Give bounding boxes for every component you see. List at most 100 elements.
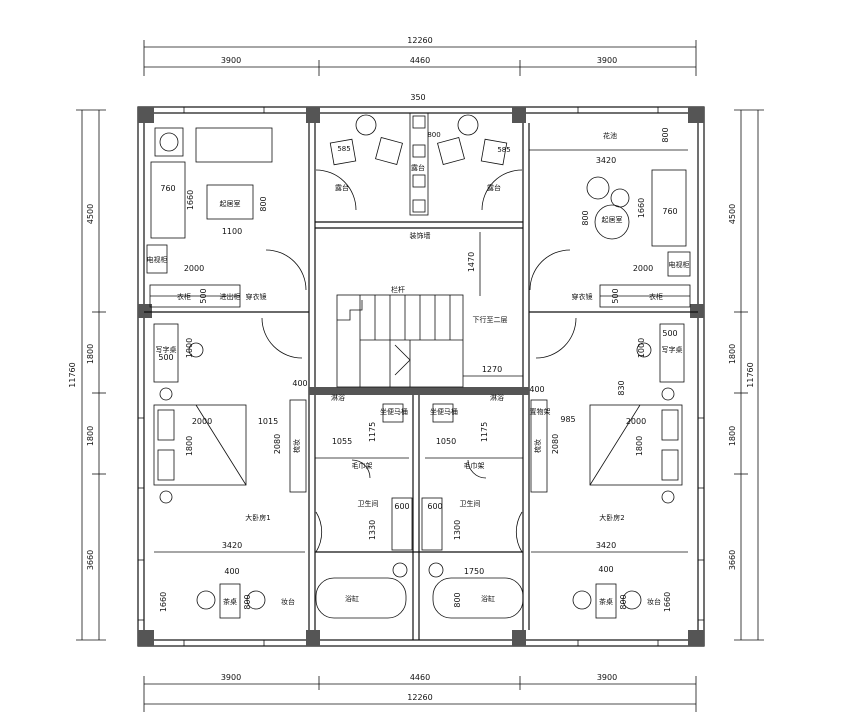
dim-right-800: 800 [661,127,670,142]
dim-top-right: 3900 [597,56,617,65]
dim-left-living-h: 800 [259,196,268,211]
label-right-makeup: 梳妆 [533,439,542,453]
label-stair-rail: 栏杆 [391,285,405,294]
dim-bottom-mid: 4460 [410,673,430,682]
dim-left-3420: 3420 [222,541,242,550]
right-dimension-lines: 4500 1800 1800 3660 11760 [728,109,764,641]
label-shower-r: 淋浴 [490,393,504,402]
dim-left-1015: 1015 [258,417,278,426]
dim-right-bath-400: 400 [598,565,613,574]
label-shower-l: 淋浴 [331,393,345,402]
dim-right-985: 985 [560,415,575,424]
label-left-tub: 浴缸 [345,594,359,603]
dim-right-desk-500: 500 [662,329,677,338]
dim-left-sofa-760: 760 [160,184,175,193]
dim-wc-1330: 1330 [368,520,377,540]
dim-right-total: 11760 [746,362,755,387]
label-right-living: 起居室 [602,215,623,224]
top-dimension-lines: 12260 3900 4460 3900 [143,36,697,76]
dim-top-total: 12260 [407,36,432,45]
label-flower-bed: 花池 [603,131,617,140]
right-living-room: 花池 800 3420 1660 760 起居室 800 电视柜 2000 穿衣… [529,127,691,308]
right-bottom-area: 400 茶桌 800 妆台 1660 [572,565,672,619]
dim-left-living-w: 1100 [222,227,242,236]
dim-right-bath-800: 800 [619,594,628,609]
dim-right-c: 1800 [728,426,737,446]
label-right-desk: 写字桌 [662,345,683,354]
label-left-wardrobe1: 衣柜 [177,292,191,301]
dim-right-400: 400 [529,385,544,394]
bottom-dimension-lines: 3900 4460 3900 12260 [143,673,697,712]
label-toilet-l: 坐便马桶 [380,407,408,416]
dim-top-left: 3900 [221,56,241,65]
label-right-table: 茶桌 [599,597,613,606]
dim-right-d: 3660 [728,550,737,570]
dim-wc-1300: 1300 [453,520,462,540]
label-left-desk: 写字桌 [156,345,177,354]
dim-top-mid: 4460 [410,56,430,65]
label-left-wardrobe3: 穿衣镜 [246,292,267,301]
dim-right-bath-1660: 1660 [663,592,672,612]
label-left-balcony: 露台 [335,183,349,192]
label-left-makeup: 梳妆 [292,439,301,453]
doors [261,169,577,553]
dim-right-desk-1000: 1000 [637,338,646,358]
dim-stair-low: 1270 [482,365,502,374]
dim-left-d: 3660 [86,550,95,570]
dim-left-bath-1660: 1660 [159,592,168,612]
dim-right-830: 830 [617,380,626,395]
label-right-vanity: 妆台 [647,597,661,606]
top-terrace-area: 585 585 800 350 露台 露台 露台 装饰墙 [329,93,511,240]
dim-left-a: 4500 [86,204,95,224]
label-shelf-r: 置物架 [530,407,551,416]
label-right-tv: 电视柜 [669,260,690,269]
label-left-bedroom: 大卧房1 [245,513,270,522]
label-towel-l: 毛巾架 [352,461,373,470]
dim-right-a: 4500 [728,204,737,224]
dim-left-bath-400: 400 [224,567,239,576]
staircase: 栏杆 下行至二层 1470 1270 [336,232,523,388]
dim-left-total: 11760 [68,362,77,387]
label-left-table: 茶桌 [223,597,237,606]
dim-right-1660: 1660 [637,198,646,218]
dim-right-3420b: 3420 [596,541,616,550]
label-top-terrace: 露台 [411,163,425,172]
dim-right-bed-1800: 1800 [635,436,644,456]
dim-left-bed-2000: 2000 [192,417,212,426]
dim-right-bed-2000: 2000 [626,417,646,426]
label-left-wc: 卫生间 [358,499,379,508]
label-right-wardrobe2: 衣柜 [649,292,663,301]
label-decor-wall: 装饰墙 [410,231,431,240]
dim-left-500: 500 [199,288,208,303]
dim-sink-600b: 600 [427,502,442,511]
dim-bottom-left: 3900 [221,673,241,682]
label-left-vanity: 妆台 [281,597,295,606]
dim-right-b: 1800 [728,344,737,364]
dim-left-2000: 2000 [184,264,204,273]
label-left-wardrobe2: 进出柜 [220,292,241,301]
dim-left-bath-800: 800 [243,594,252,609]
dim-right-800b: 800 [581,210,590,225]
label-toilet-r: 坐便马桶 [430,407,458,416]
dim-bottom-right: 3900 [597,673,617,682]
dim-stair-mid: 1470 [467,252,476,272]
dim-right-2000: 2000 [633,264,653,273]
dim-left-desk-500: 500 [158,353,173,362]
dim-wc-1175a: 1175 [368,422,377,442]
label-left-tv: 电视柜 [147,255,168,264]
left-bottom-area: 400 茶桌 800 妆台 1660 [159,567,295,619]
label-stair-down: 下行至二层 [473,315,508,324]
dim-stair-top: 350 [410,93,425,102]
dim-left-b: 1800 [86,344,95,364]
dim-right-2080: 2080 [551,434,560,454]
label-right-wc: 卫生间 [460,499,481,508]
label-left-living: 起居室 [220,199,241,208]
left-bedroom: 写字桌 1000 500 400 2000 1800 1015 2080 梳妆 … [153,323,308,553]
dim-left-c: 1800 [86,426,95,446]
dim-sofa-585a: 585 [337,145,350,153]
label-right-bedroom: 大卧房2 [599,513,624,522]
center-bathrooms: 坐便马桶 坐便马桶 淋浴 淋浴 1055 1175 1050 1175 毛巾架 … [315,393,524,619]
dim-tub-1750: 1750 [464,567,484,576]
dim-right-500: 500 [611,288,620,303]
